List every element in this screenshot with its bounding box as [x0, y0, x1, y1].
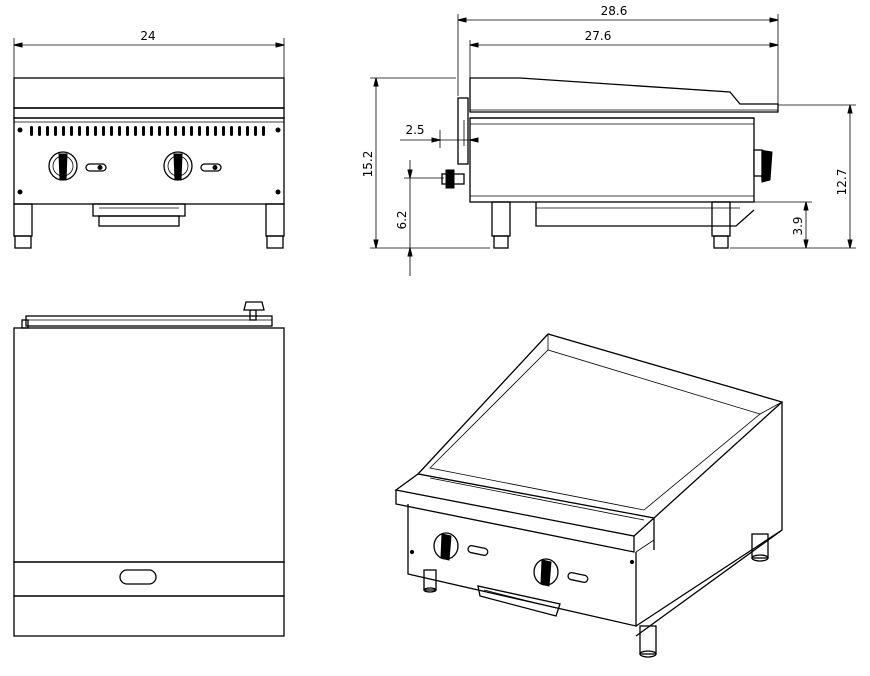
- vent-slot: [222, 126, 225, 136]
- vent-slot: [54, 126, 57, 136]
- vent-slot: [110, 126, 113, 136]
- vent-slot: [262, 126, 265, 136]
- dim-total-height: 15.2: [361, 151, 375, 178]
- dim-knob-height: 6.2: [395, 210, 409, 229]
- isometric-view: [394, 333, 784, 658]
- vent-slot: [230, 126, 233, 136]
- dim-side-body-depth: 27.6: [585, 29, 612, 43]
- iso-knob-right: [533, 558, 589, 587]
- vent-slot: [198, 126, 201, 136]
- dim-front-width: 24: [140, 29, 155, 43]
- vent-slot: [246, 126, 249, 136]
- control-knob-left: [48, 151, 107, 181]
- vent-slots: [30, 126, 265, 136]
- vent-slot: [238, 126, 241, 136]
- vent-slot: [166, 126, 169, 136]
- vent-slot: [86, 126, 89, 136]
- vent-slot: [206, 126, 209, 136]
- vent-slot: [174, 126, 177, 136]
- vent-slot: [158, 126, 161, 136]
- vent-slot: [78, 126, 81, 136]
- top-view: [13, 301, 285, 637]
- dim-body-height: 12.7: [835, 169, 849, 196]
- vent-slot: [94, 126, 97, 136]
- vent-slot: [38, 126, 41, 136]
- dim-knob-offset: 2.5: [405, 123, 424, 137]
- vent-slot: [182, 126, 185, 136]
- vent-slot: [254, 126, 257, 136]
- side-view: 28.6 27.6: [361, 4, 856, 276]
- vent-slot: [70, 126, 73, 136]
- vent-slot: [214, 126, 217, 136]
- vent-slot: [30, 126, 33, 136]
- vent-slot: [142, 126, 145, 136]
- vent-slot: [118, 126, 121, 136]
- front-view: 24: [13, 29, 285, 249]
- iso-knob-left: [433, 532, 489, 561]
- vent-slot: [46, 126, 49, 136]
- dim-side-total-depth: 28.6: [601, 4, 628, 18]
- dim-leg-height: 3.9: [791, 216, 805, 235]
- vent-slot: [102, 126, 105, 136]
- control-knob-right: [163, 151, 222, 181]
- vent-slot: [190, 126, 193, 136]
- vent-slot: [134, 126, 137, 136]
- vent-slot: [126, 126, 129, 136]
- vent-slot: [150, 126, 153, 136]
- vent-slot: [62, 126, 65, 136]
